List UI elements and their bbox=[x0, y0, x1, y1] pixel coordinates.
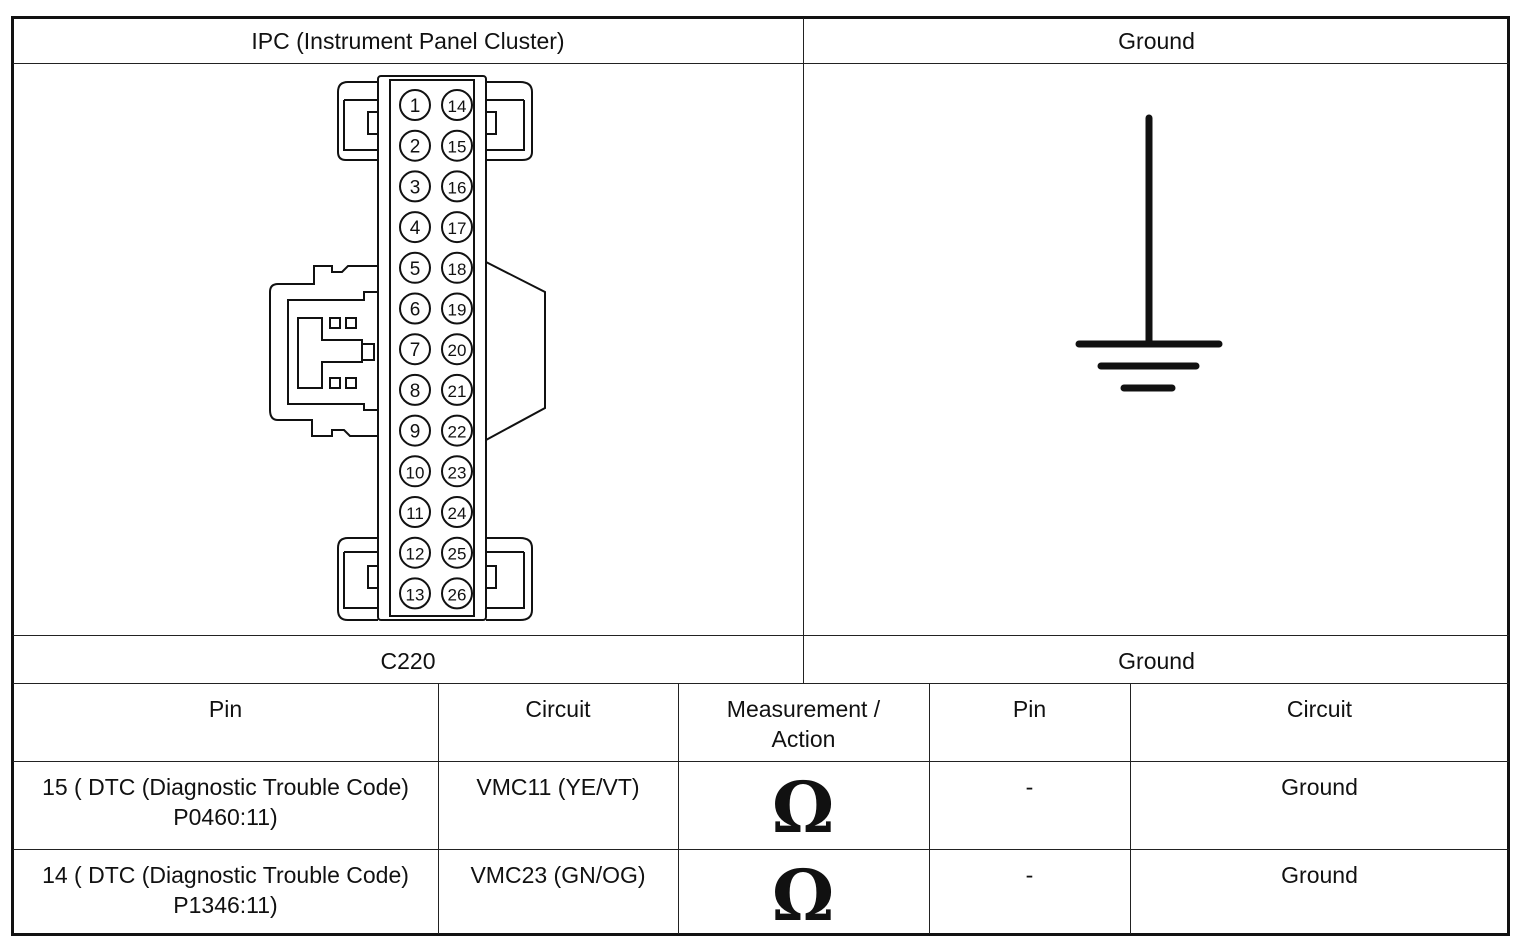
pin-4-circle bbox=[399, 211, 431, 244]
pin-14-circle bbox=[441, 89, 473, 121]
pin-21-circle bbox=[441, 373, 473, 406]
pin-21-label: 21 bbox=[448, 382, 467, 401]
row-divider bbox=[13, 63, 1509, 64]
row1-circuit-2: Ground bbox=[1281, 774, 1358, 800]
pin-20-circle bbox=[441, 333, 473, 366]
pin-3-circle bbox=[399, 170, 431, 203]
pin-26-circle bbox=[441, 577, 473, 610]
pin-25-circle bbox=[441, 536, 473, 569]
row2-circuit: VMC23 (GN/OG) bbox=[470, 862, 646, 888]
pin-10-circle bbox=[399, 455, 431, 488]
pin-25-label: 25 bbox=[448, 545, 467, 564]
pin-18-label: 18 bbox=[448, 260, 467, 279]
row2-pin-line2: P1346:11) bbox=[173, 892, 278, 918]
column-divider bbox=[929, 683, 930, 934]
pin-22-label: 22 bbox=[448, 423, 467, 442]
pin-17-label: 17 bbox=[448, 219, 467, 238]
pin-13-circle bbox=[399, 577, 431, 610]
pin-8-label: 8 bbox=[410, 381, 421, 402]
row2-pin-2: - bbox=[1025, 862, 1034, 888]
pin-16-label: 16 bbox=[448, 178, 467, 197]
row1-pin: 15 ( DTC (Diagnostic Trouble Code) P0460… bbox=[14, 772, 437, 832]
column-divider bbox=[438, 683, 439, 934]
ipc-title: IPC (Instrument Panel Cluster) bbox=[251, 28, 565, 54]
pin-6-circle bbox=[399, 292, 431, 325]
pin-1-circle bbox=[399, 89, 431, 121]
pin-5-circle bbox=[399, 251, 431, 284]
header-pin-2: Pin bbox=[1012, 696, 1047, 722]
pin-7-label: 7 bbox=[410, 340, 421, 361]
pin-26-label: 26 bbox=[448, 585, 467, 604]
pin-19-label: 19 bbox=[448, 301, 467, 320]
pin-6-label: 6 bbox=[410, 300, 421, 321]
pin-18-circle bbox=[441, 251, 473, 284]
connector-label: C220 bbox=[380, 648, 436, 674]
row2-circuit-2: Ground bbox=[1281, 862, 1358, 888]
pin-19-circle bbox=[441, 292, 473, 325]
header-measurement-line1: Measurement / bbox=[726, 696, 881, 722]
pin-17-circle bbox=[441, 211, 473, 244]
header-measurement: Measurement / Action bbox=[679, 694, 928, 754]
pin-14-label: 14 bbox=[448, 97, 467, 116]
pin-11-circle bbox=[399, 496, 431, 528]
pin-24-label: 24 bbox=[448, 504, 467, 523]
pin-20-label: 20 bbox=[448, 341, 467, 360]
pin-13-label: 13 bbox=[406, 585, 425, 604]
pin-11-label: 11 bbox=[406, 504, 424, 523]
header-circuit-2: Circuit bbox=[1286, 696, 1353, 722]
pin-8-circle bbox=[399, 373, 431, 406]
pin-2-label: 2 bbox=[410, 137, 421, 158]
pin-9-label: 9 bbox=[410, 422, 421, 443]
pin-10-label: 10 bbox=[406, 463, 425, 482]
pin-22-circle bbox=[441, 414, 473, 447]
row-divider bbox=[13, 849, 1509, 850]
pin-9-circle bbox=[399, 414, 431, 447]
row-divider bbox=[13, 761, 1509, 762]
pin-4-label: 4 bbox=[410, 218, 421, 239]
row-divider bbox=[13, 635, 1509, 636]
column-divider bbox=[678, 683, 679, 934]
pin-5-label: 5 bbox=[410, 259, 421, 280]
pin-15-circle bbox=[441, 129, 473, 162]
pin-2-circle bbox=[399, 129, 431, 162]
row2-pin: 14 ( DTC (Diagnostic Trouble Code) P1346… bbox=[14, 860, 437, 920]
header-measurement-line2: Action bbox=[771, 726, 836, 752]
pin-7-circle bbox=[399, 333, 431, 366]
row-divider bbox=[13, 683, 1509, 684]
row1-circuit: VMC11 (YE/VT) bbox=[476, 774, 640, 800]
column-divider bbox=[803, 18, 804, 684]
row2-pin-line1: 14 ( DTC (Diagnostic Trouble Code) bbox=[42, 862, 409, 888]
table-frame bbox=[11, 16, 1510, 936]
header-pin: Pin bbox=[208, 696, 243, 722]
ohm-icon: Ω bbox=[771, 854, 835, 937]
ground-title: Ground bbox=[1118, 28, 1195, 54]
pin-24-circle bbox=[441, 496, 473, 528]
pin-23-label: 23 bbox=[448, 463, 467, 482]
pin-12-circle bbox=[399, 536, 431, 569]
row1-pin-line1: 15 ( DTC (Diagnostic Trouble Code) bbox=[42, 774, 409, 800]
ground-label: Ground bbox=[1118, 648, 1195, 674]
pin-3-label: 3 bbox=[410, 177, 421, 198]
pin-12-label: 12 bbox=[406, 545, 425, 564]
pin-circles: 1234567891011121314151617181920212223242… bbox=[399, 89, 473, 610]
pin-15-label: 15 bbox=[448, 138, 467, 157]
pin-23-circle bbox=[441, 455, 473, 488]
row1-pin-line2: P0460:11) bbox=[173, 804, 278, 830]
pin-1-label: 1 bbox=[410, 96, 421, 117]
ohm-icon: Ω bbox=[771, 766, 835, 849]
header-circuit: Circuit bbox=[525, 696, 591, 722]
row1-pin-2: - bbox=[1025, 774, 1034, 800]
column-divider bbox=[1130, 683, 1131, 934]
pin-16-circle bbox=[441, 170, 473, 203]
